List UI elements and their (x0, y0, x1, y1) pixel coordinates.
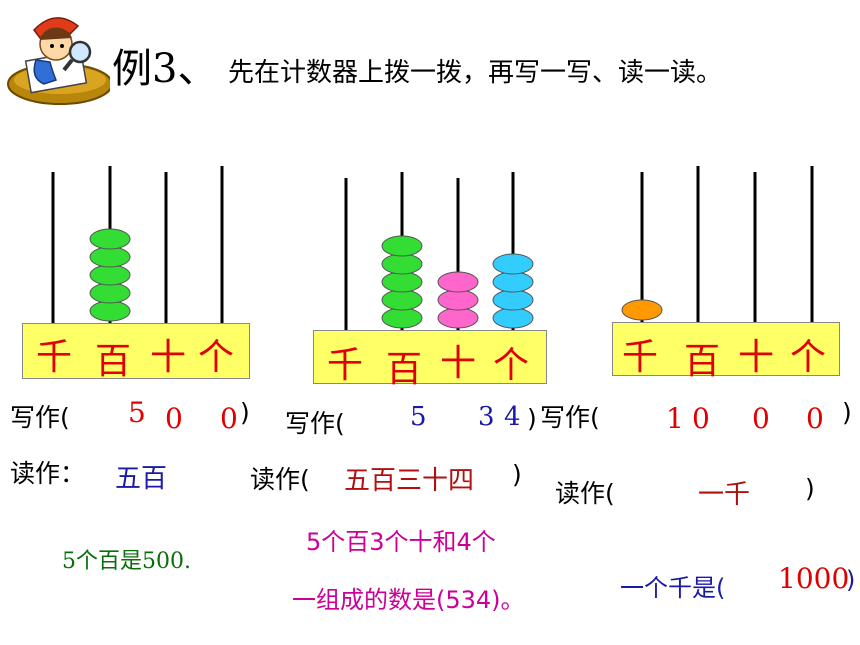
abacus-1-rod-2-bead (89, 264, 131, 286)
mascot-icon (7, 17, 110, 105)
abacus-2-rod-2-bead (381, 253, 423, 275)
abacus-1-label-tens: 十 (150, 337, 187, 378)
panel-3-note: 一个千是( (620, 574, 726, 602)
panel-1-read-value: 五百 (115, 464, 168, 494)
panel-2-write-close: ) (527, 404, 537, 433)
abacus-3-label-thousands: 千 (622, 337, 659, 378)
abacus-1-label-hundreds: 百 (95, 341, 132, 382)
mascot-illustration (0, 0, 110, 110)
panel-3-write-digit-thousands: 1 (666, 402, 684, 435)
panel-2-read-value: 五百三十四 (344, 466, 475, 496)
abacus-1-rod-2-bead (89, 246, 131, 268)
example-number: 例3、 (112, 46, 218, 92)
panel-2-write-label: 写作( (285, 409, 345, 438)
abacus-1-label-thousands: 千 (36, 337, 73, 378)
panel-2-note-line-1: 5个百3个十和4个 (306, 528, 496, 556)
panel-2-note-line-2: 一组成的数是(534)。 (292, 586, 525, 614)
abacus-2-rod-2-bead (381, 235, 423, 257)
abacus-3-label-tens: 十 (738, 337, 775, 378)
panel-1-note: 5个百是500. (62, 549, 191, 574)
abacus-2-rod-2-bead (381, 289, 423, 311)
panel-1-write-label: 写作( (10, 403, 70, 432)
abacus-2-label-thousands: 千 (327, 345, 364, 386)
panel-3-write-close: ) (842, 398, 852, 427)
panel-2-read-close: ) (512, 460, 522, 489)
panel-2-read-label: 读作( (250, 465, 310, 494)
abacus-3-rod-1-bead (621, 299, 663, 321)
panel-3-read-label: 读作( (555, 479, 615, 508)
panel-3-write-digit-tens: 0 (752, 402, 770, 435)
abacus-2-label-ones: 个 (493, 345, 530, 386)
panel-3-read-close: ) (805, 474, 815, 503)
abacus-1-place-box (22, 323, 250, 379)
panel-2-write-digit-hundreds: 5 (410, 402, 427, 432)
abacus-2-rod-2-bead (381, 271, 423, 293)
panel-3-write-digit-hundreds: 0 (692, 402, 710, 435)
abacus-1-rod-2-bead (89, 282, 131, 304)
panel-3-write-label: 写作( (540, 403, 600, 432)
abacus-2-rod-2-bead (381, 307, 423, 329)
panel-1-write-digit-tens: 0 (165, 402, 183, 435)
abacus-1-rod-2-bead (89, 300, 131, 322)
abacus-2-place-box (313, 330, 547, 384)
abacus-2-label-tens: 十 (440, 343, 477, 384)
panel-2-write-digit-tens: 3 (478, 402, 495, 432)
abacus-2-rod-4-bead (492, 307, 534, 329)
abacus-3-label-ones: 个 (790, 337, 827, 378)
abacus-1-rod-2-bead (89, 228, 131, 250)
panel-1-write-digit-hundreds: 5 (128, 396, 146, 429)
abacus-2-rod-3-bead (437, 289, 479, 311)
abacus-2-rod-4-bead (492, 271, 534, 293)
abacus-1-label-ones: 个 (198, 337, 235, 378)
instruction-text: 先在计数器上拨一拨，再写一写、读一读。 (228, 58, 723, 88)
abacus-2-rod-4-bead (492, 253, 534, 275)
abacus-2-rod-3-bead (437, 307, 479, 329)
panel-1-write-digit-ones: 0 (220, 402, 238, 435)
panel-3-read-value: 一千 (698, 480, 751, 510)
abacus-3-place-box (612, 322, 840, 376)
abacus-2-rod-3-bead (437, 271, 479, 293)
panel-3-note-close: ) (846, 566, 856, 594)
abacus-3-label-hundreds: 百 (684, 341, 721, 382)
abacus-2-rod-4-bead (492, 289, 534, 311)
panel-1-read-label: 读作： (10, 459, 86, 488)
abacus-2-label-hundreds: 百 (386, 349, 423, 390)
panel-3-write-digit-ones: 0 (806, 402, 824, 435)
panel-3-note-value: 1000 (778, 562, 850, 595)
panel-2-write-digit-ones: 4 (504, 402, 521, 432)
panel-1-write-close: ) (240, 398, 250, 427)
